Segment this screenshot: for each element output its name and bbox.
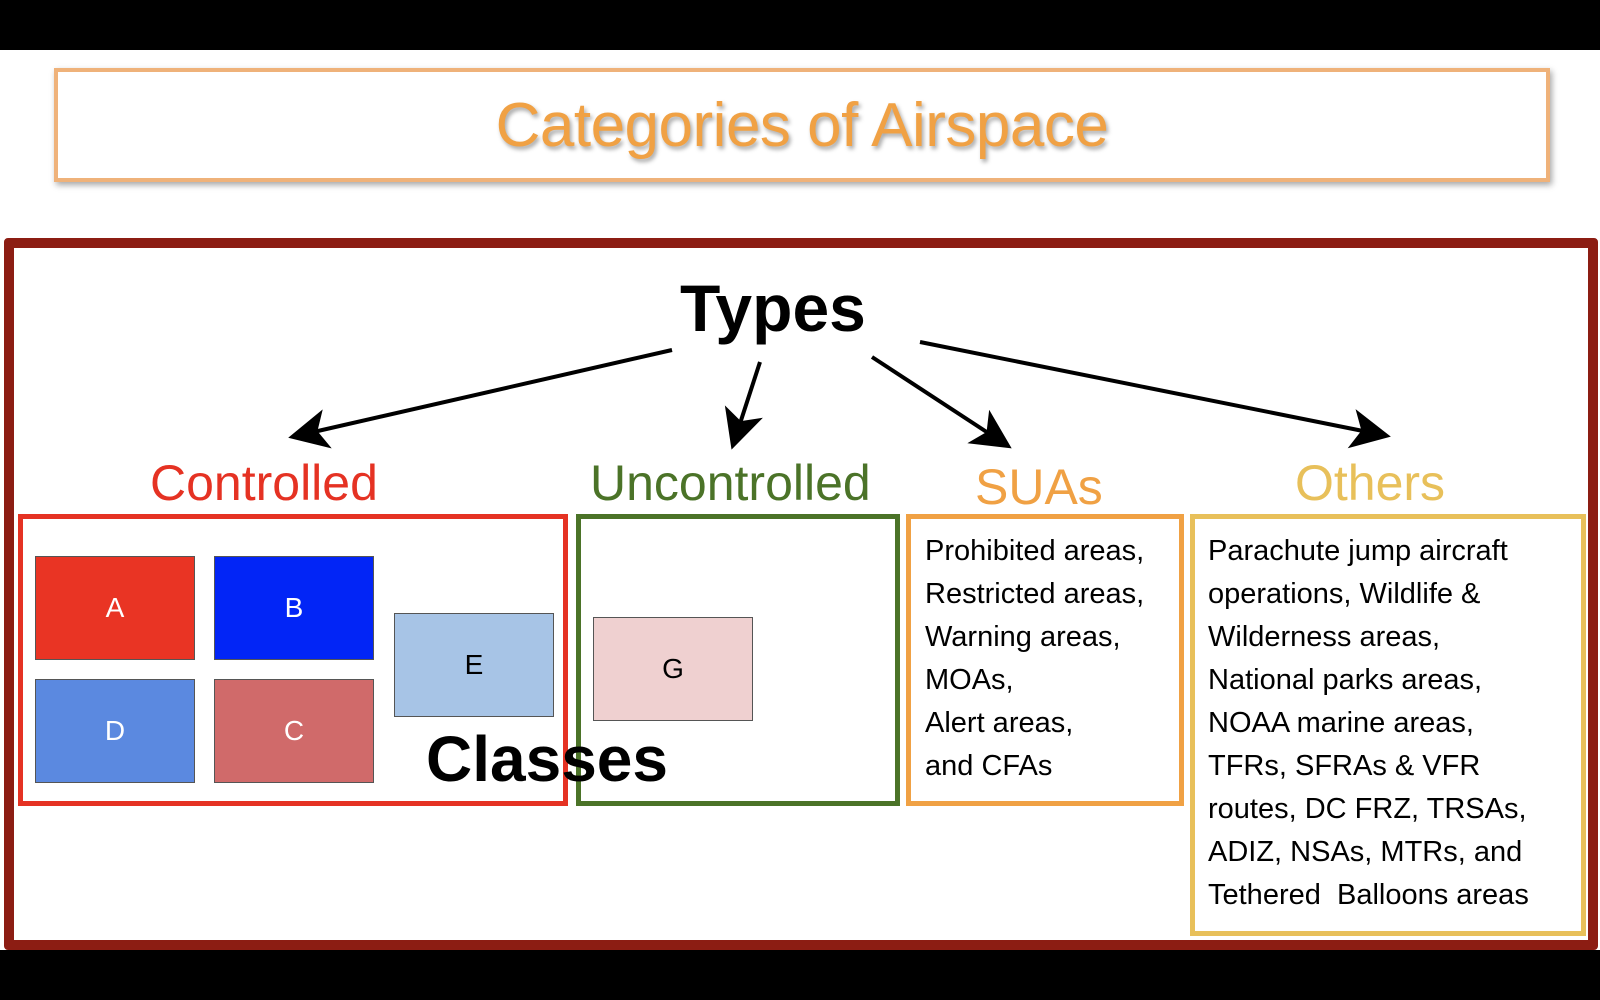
others-list-item: ADIZ, NSAs, MTRs, and <box>1208 836 1523 868</box>
category-label-suas: SUAs <box>975 459 1103 515</box>
others-list-item: operations, Wildlife & <box>1208 578 1481 610</box>
class-c-label: C <box>283 715 305 746</box>
others-list-item: National parks areas, <box>1208 664 1483 696</box>
class-a-box: A <box>35 556 195 660</box>
others-list-item: Parachute jump aircraft <box>1208 535 1508 567</box>
others-box <box>1190 514 1586 936</box>
suas-list-item: Warning areas, <box>925 621 1121 653</box>
suas-list-item: and CFAs <box>925 750 1053 782</box>
suas-list-item: Prohibited areas, <box>925 535 1145 567</box>
category-label-controlled: Controlled <box>150 455 378 511</box>
suas-list-item: MOAs, <box>925 664 1014 696</box>
others-list-item: Wilderness areas, <box>1208 621 1441 653</box>
title-box: Categories of Airspace <box>54 68 1550 182</box>
category-label-uncontrolled: Uncontrolled <box>590 455 871 511</box>
class-g-box: G <box>593 617 753 721</box>
class-d-box: D <box>35 679 195 783</box>
class-e-label: E <box>464 649 484 680</box>
page-title: Categories of Airspace <box>495 90 1109 160</box>
controlled-box <box>18 514 568 806</box>
uncontrolled-box <box>576 514 900 806</box>
others-list-item: routes, DC FRZ, TRSAs, <box>1208 793 1527 825</box>
suas-box <box>906 514 1184 806</box>
others-list-item: TFRs, SFRAs & VFR <box>1208 750 1481 782</box>
others-list: Parachute jump aircraft operations, Wild… <box>1208 530 1529 917</box>
class-b-label: B <box>284 592 304 623</box>
types-label: Types <box>680 271 866 345</box>
class-d-label: D <box>104 715 126 746</box>
suas-list: Prohibited areas, Restricted areas, Warn… <box>925 530 1144 788</box>
others-list-item: Tethered Balloons areas <box>1208 879 1529 911</box>
class-a-label: A <box>105 592 125 623</box>
suas-list-item: Restricted areas, <box>925 578 1145 610</box>
class-c-box: C <box>214 679 374 783</box>
others-list-item: NOAA marine areas, <box>1208 707 1474 739</box>
suas-list-item: Alert areas, <box>925 707 1074 739</box>
class-b-box: B <box>214 556 374 660</box>
classes-label: Classes <box>426 723 668 795</box>
category-label-others: Others <box>1295 455 1446 511</box>
class-e-box: E <box>394 613 554 717</box>
class-g-label: G <box>662 653 684 684</box>
